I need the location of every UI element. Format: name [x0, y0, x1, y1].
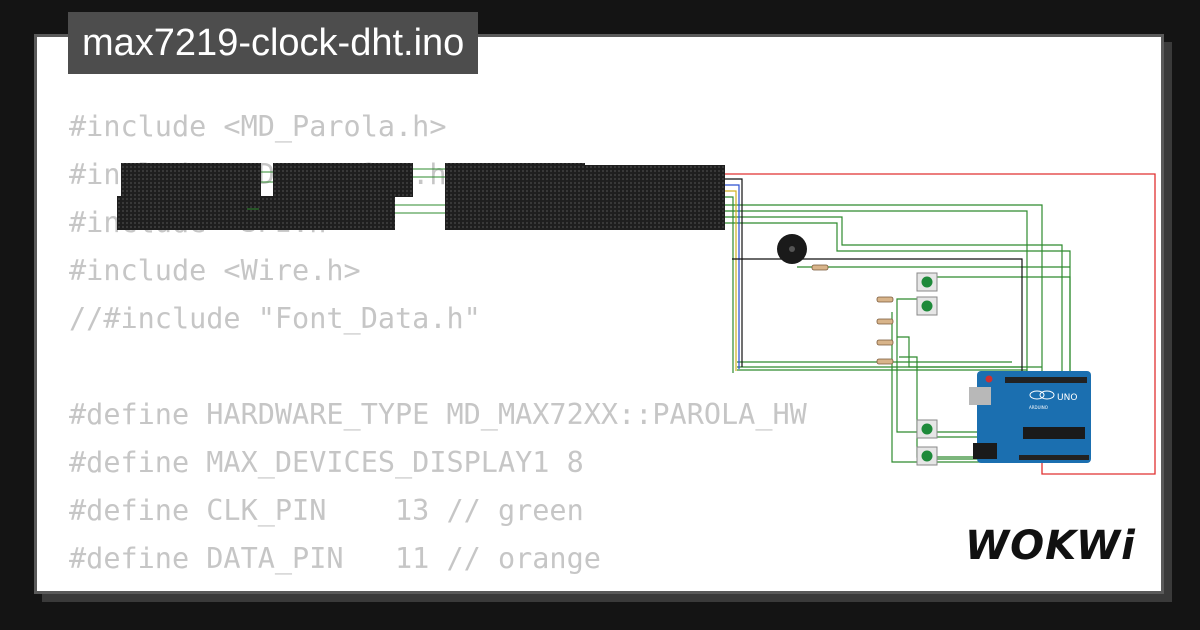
file-title: max7219-clock-dht.ino — [68, 12, 479, 74]
signal-wires — [725, 178, 1023, 377]
wokwi-logo-text: WOKWi — [965, 523, 1136, 569]
board-maker: ARDUINO — [1029, 405, 1048, 410]
code-line: #define MAX_DEVICES_DISPLAY1 8 — [69, 446, 584, 479]
buzzer — [777, 234, 807, 264]
resistors — [811, 264, 894, 365]
code-line: #include <Wire.h> — [69, 254, 361, 287]
push-buttons — [916, 272, 938, 466]
code-line: //#include "Font_Data.h" — [69, 302, 481, 335]
led-matrix-row-top — [121, 163, 725, 199]
led-matrix-row-bottom — [117, 196, 725, 230]
matrix-jumpers — [247, 168, 445, 214]
code-line: #define CLK_PIN 13 // green — [69, 494, 584, 527]
code-line: #include <MD_Parola.h> — [69, 110, 447, 143]
preview-card: #include <MD_Parola.h>#include <MD_MAX72… — [34, 34, 1164, 594]
code-line: #define HARDWARE_TYPE MD_MAX72XX::PAROLA… — [69, 398, 807, 431]
code-line: #define DATA_PIN 11 // orange — [69, 542, 601, 575]
board-label: UNO — [1057, 393, 1077, 403]
circuit-diagram: UNO ARDUINO — [117, 163, 1156, 475]
arduino-uno: UNO ARDUINO — [969, 371, 1091, 463]
wokwi-logo: WOKWi — [965, 523, 1136, 569]
